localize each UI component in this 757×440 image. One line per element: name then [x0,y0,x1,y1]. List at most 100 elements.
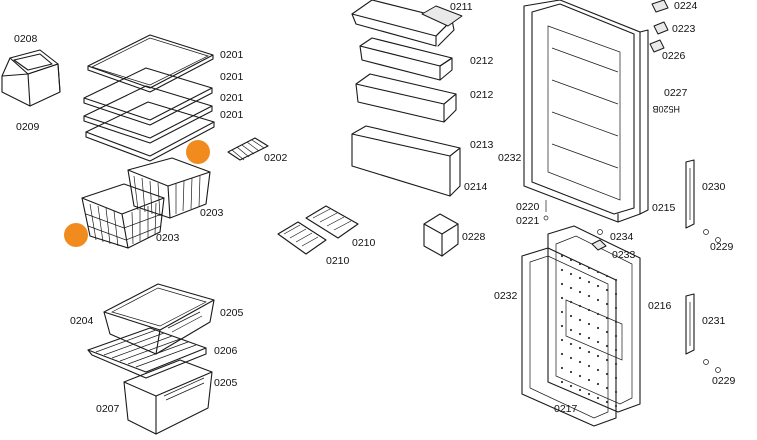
door-dot [587,350,591,354]
part-0231-handle [685,293,695,355]
orange-marker-bottom [64,223,88,247]
door-dot [578,262,582,266]
part-0203-wire-baskets [81,157,211,249]
label-0226: 0226 [662,50,686,62]
door-dot [587,364,591,368]
door-dot [569,286,573,290]
label-0227: 0227 [664,87,688,99]
door-dot [578,276,582,280]
part-0224-hinge-cap [651,0,669,13]
door-dot [569,328,573,332]
part-0229-screws [703,229,721,373]
door-dot [569,272,573,276]
part-0212-door-shelf-b [355,73,457,123]
door-dot [596,270,600,274]
label-0212: 0212 [470,55,494,67]
door-dot [560,380,564,384]
door-dot [587,322,591,326]
label-0215: 0215 [652,202,676,214]
door-dot [569,258,573,262]
part-0220-0221-pin [543,200,549,221]
door-dot [596,340,600,344]
door-dot [587,392,591,396]
label-0216: 0216 [648,300,672,312]
part-0228-butter-box [423,213,459,257]
part-0213-door-shelf-c [351,125,461,197]
part-0202-bottle-rack [227,137,269,161]
label-0209: 0209 [16,121,40,133]
door-dot [560,254,564,258]
part-0206-wire-shelf [87,327,207,379]
door-dot [587,378,591,382]
label-0210: 0210 [352,237,376,249]
part-0210-ice-trays [277,205,359,255]
orange-marker-top [186,140,210,164]
door-dot [614,376,618,380]
door-dot [596,368,600,372]
label-0210: 0210 [326,255,350,267]
label-0201: 0201 [220,49,244,61]
door-dot [560,352,564,356]
label-0201: 0201 [220,109,244,121]
door-dot [605,400,609,404]
label-0233: 0233 [612,249,636,261]
door-dot [605,274,609,278]
door-dot [569,356,573,360]
door-dot [560,324,564,328]
door-dot [596,284,600,288]
label-0228: 0228 [462,231,486,243]
door-dot [605,372,609,376]
door-dot [560,338,564,342]
door-dot [605,288,609,292]
label-0206: 0206 [214,345,238,357]
door-dot [569,300,573,304]
label-0217: 0217 [554,403,578,415]
label-0232: 0232 [498,152,522,164]
label-0234: 0234 [610,231,634,243]
label-0229: 0229 [712,375,736,387]
part-0208-tray [1,49,61,107]
label-0205: 0205 [214,377,238,389]
door-dot [578,332,582,336]
door-dot [578,346,582,350]
door-dot [560,366,564,370]
door-dot [605,316,609,320]
label-0212: 0212 [470,89,494,101]
door-dot [560,268,564,272]
door-dot [605,302,609,306]
door-dot [596,326,600,330]
part-0230-handle [685,159,695,229]
door-dot [605,358,609,362]
part-0204-0205-drawer [103,283,215,355]
door-dot [587,336,591,340]
part-0211-egg-shelf [351,0,463,47]
part-0215-upper-door [523,0,649,223]
door-dot [596,312,600,316]
door-dot [596,354,600,358]
door-dot [587,280,591,284]
door-dot [569,370,573,374]
part-0223-cover [653,21,669,35]
door-dot [578,304,582,308]
label-0211: 0211 [450,1,473,13]
label-0203: 0203 [156,232,180,244]
part-0217-door-seal [521,247,617,427]
label-0231: 0231 [702,315,726,327]
door-dot [614,292,618,296]
door-dot [605,344,609,348]
label-0201: 0201 [220,71,244,83]
door-dot [578,374,582,378]
label-0221: 0221 [516,215,540,227]
part-0216-lower-door [547,225,641,413]
door-dot [596,298,600,302]
label-0232: 0232 [494,290,518,302]
door-dot [587,266,591,270]
label-0204: 0204 [70,315,94,327]
door-dot [614,306,618,310]
label-0202: 0202 [264,152,288,164]
door-dot [596,382,600,386]
door-dot [569,384,573,388]
door-dot [569,314,573,318]
label-0207: 0207 [96,403,120,415]
